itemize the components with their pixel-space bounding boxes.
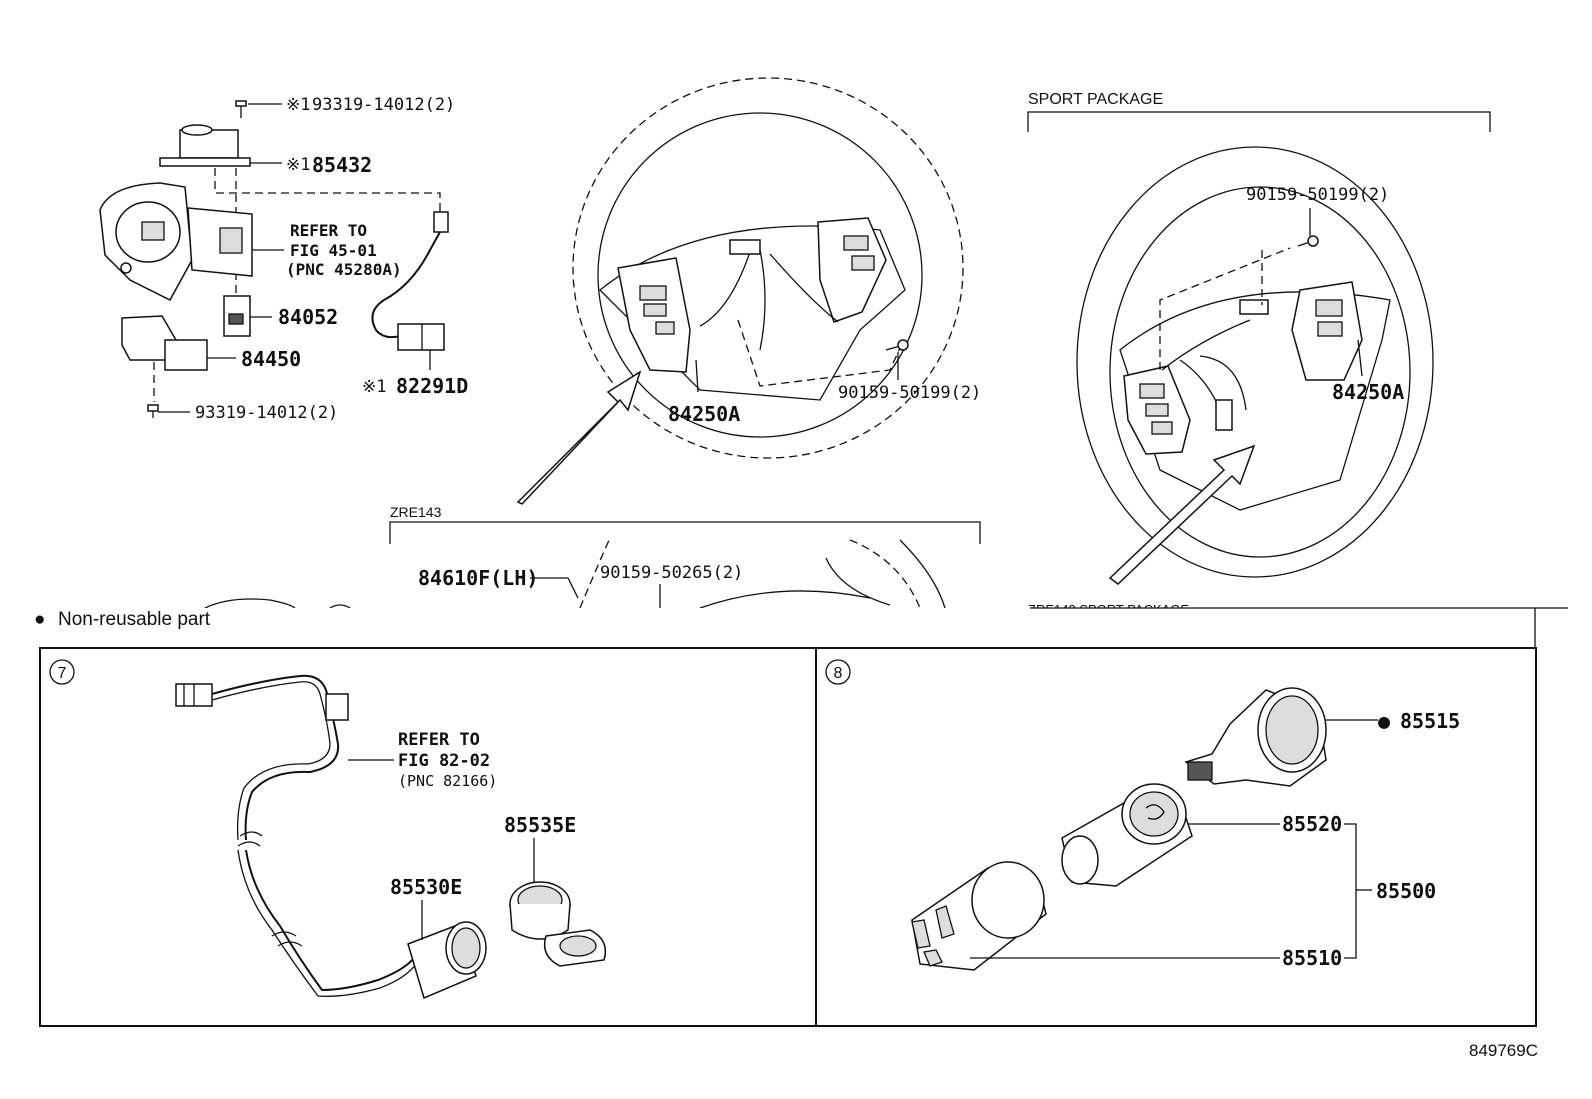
wire-harness-icon xyxy=(371,211,449,351)
panel7-refer-line2: FIG 82-02 xyxy=(398,751,490,771)
legend-symbol: ● xyxy=(34,609,45,630)
socket-85530e-icon xyxy=(407,921,487,1000)
sport-switch-label: 84250A xyxy=(1332,380,1404,404)
refer-line3: (PNC 45280A) xyxy=(286,260,402,279)
panel7-refer-line3: (PNC 82166) xyxy=(398,772,497,790)
sport-arrow-icon xyxy=(1108,444,1256,585)
refer-line2: FIG 45-01 xyxy=(290,241,377,260)
harness-icon xyxy=(175,674,417,997)
wire-marker: ※1 xyxy=(362,377,386,397)
cap-85535e-icon xyxy=(509,881,607,967)
panel-7-number: 7 xyxy=(58,665,67,682)
socket-85510-icon xyxy=(911,861,1047,971)
sport-right-switch-icon xyxy=(1291,281,1363,381)
switch-84052-icon xyxy=(223,295,251,337)
panel-8: 8 ● 85515 85520 85510 xyxy=(825,659,1460,971)
plug-85520-icon xyxy=(1061,783,1193,887)
legend: ● Non-reusable part xyxy=(34,609,211,630)
ignition-switch-group: ※1 93319-14012(2) ※1 85432 REFER TO FIG … xyxy=(99,95,468,423)
switch-84052-label: 84052 xyxy=(278,305,338,329)
refer-line1: REFER TO xyxy=(290,221,367,240)
body-85515-symbol: ● xyxy=(1378,709,1390,733)
zre143-paddle-label: 84610F(LH) xyxy=(418,566,538,590)
body-85515-icon xyxy=(1184,687,1327,787)
figure-id: 849769C xyxy=(1469,1041,1538,1060)
center-left-switch-icon xyxy=(617,257,691,373)
screw-top-marker: ※1 xyxy=(286,95,310,115)
zre143-title: ZRE143 xyxy=(390,504,442,520)
center-screw-icon xyxy=(885,339,909,351)
unit-84450-icon xyxy=(121,315,208,371)
cap-85535e-label: 85535E xyxy=(504,813,576,837)
zre143-screw-label: 90159-50265(2) xyxy=(600,563,743,583)
legend-text: Non-reusable part xyxy=(58,609,211,630)
screw-bottom-label: 93319-14012(2) xyxy=(195,403,338,423)
screw-top-label: 93319-14012(2) xyxy=(312,95,455,115)
screw-bottom-icon xyxy=(147,404,159,418)
panel-8-frame xyxy=(815,647,1537,1027)
center-steering-wheel: 90159-50199(2) 84250A xyxy=(516,77,981,505)
panel-8-number: 8 xyxy=(834,665,843,682)
plug-85520-label: 85520 xyxy=(1282,812,1342,836)
sport-package-title: SPORT PACKAGE xyxy=(1028,91,1163,108)
panel7-refer-line1: REFER TO xyxy=(398,730,480,750)
center-switch-label: 84250A xyxy=(668,402,740,426)
bracket-marker: ※1 xyxy=(286,155,310,175)
sport-package-group: SPORT PACKAGE 90159-50199(2) xyxy=(1027,91,1491,585)
sport-screw-icon xyxy=(1297,235,1319,247)
unit-84450-label: 84450 xyxy=(241,347,301,371)
center-screw-label: 90159-50199(2) xyxy=(838,383,981,403)
center-arrow-icon xyxy=(516,370,642,505)
screw-top-icon xyxy=(235,100,247,118)
socket-85510-label: 85510 xyxy=(1282,946,1342,970)
sport-screw-label: 90159-50199(2) xyxy=(1246,185,1389,205)
switch-body-icon xyxy=(99,182,253,301)
center-right-switch-icon xyxy=(817,217,887,323)
socket-85530e-label: 85530E xyxy=(390,875,462,899)
panel-7: 7 REFER TO FIG 82-02 (PNC 82166) 8553 xyxy=(49,659,607,1000)
body-85515-label: 85515 xyxy=(1400,709,1460,733)
sport-left-switch-icon xyxy=(1123,365,1191,455)
bracket-icon xyxy=(159,124,251,167)
wire-label: 82291D xyxy=(396,374,468,398)
assy-85500-label: 85500 xyxy=(1376,879,1436,903)
bracket-label: 85432 xyxy=(312,153,372,177)
